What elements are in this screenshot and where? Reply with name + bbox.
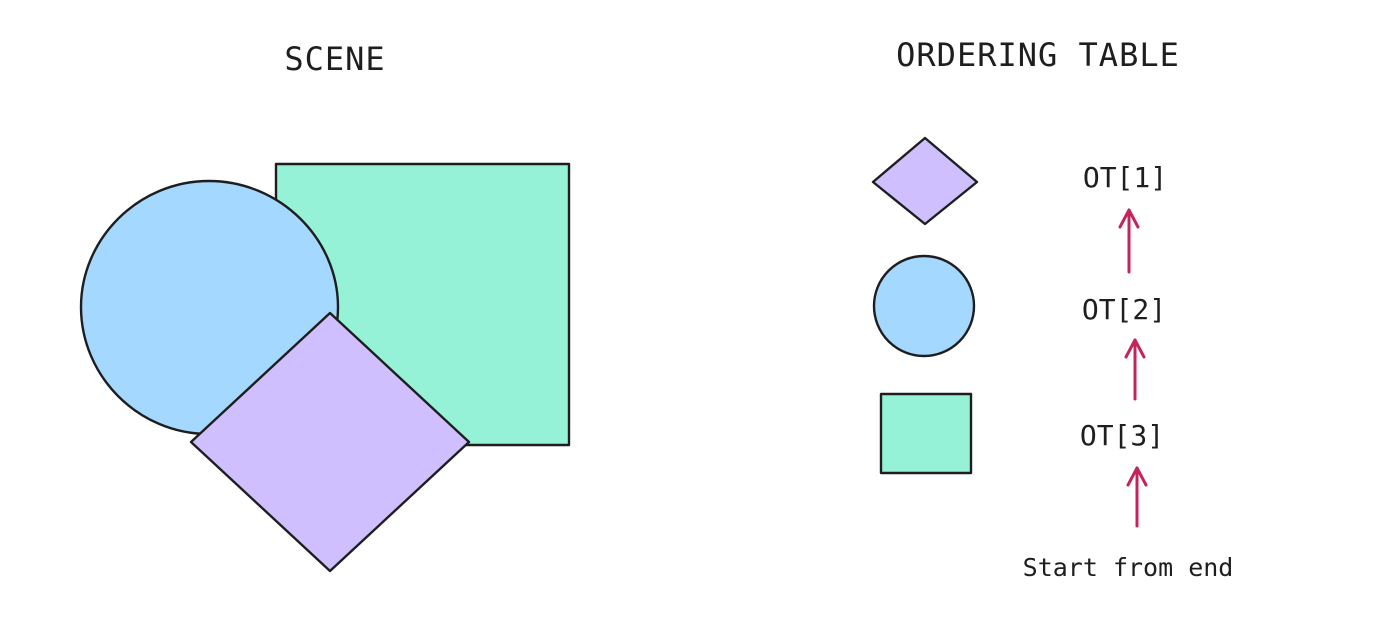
scene-title: SCENE	[284, 40, 385, 78]
ot-label-3: OT[3]	[1080, 419, 1164, 452]
ot-circle-shape	[872, 254, 976, 358]
ot-label-2: OT[2]	[1082, 293, 1166, 326]
scene-diamond	[189, 311, 471, 573]
arrow-2-to-1	[1118, 208, 1140, 274]
ot-square-shape	[879, 392, 973, 475]
arrow-start-to-3	[1126, 466, 1148, 528]
start-from-end-note: Start from end	[1023, 553, 1234, 582]
ot-diamond-shape	[871, 136, 979, 226]
ordering-table-title: ORDERING TABLE	[896, 36, 1180, 74]
ot-label-1: OT[1]	[1083, 161, 1167, 194]
scene-group	[79, 162, 571, 573]
arrow-3-to-2	[1124, 338, 1146, 401]
